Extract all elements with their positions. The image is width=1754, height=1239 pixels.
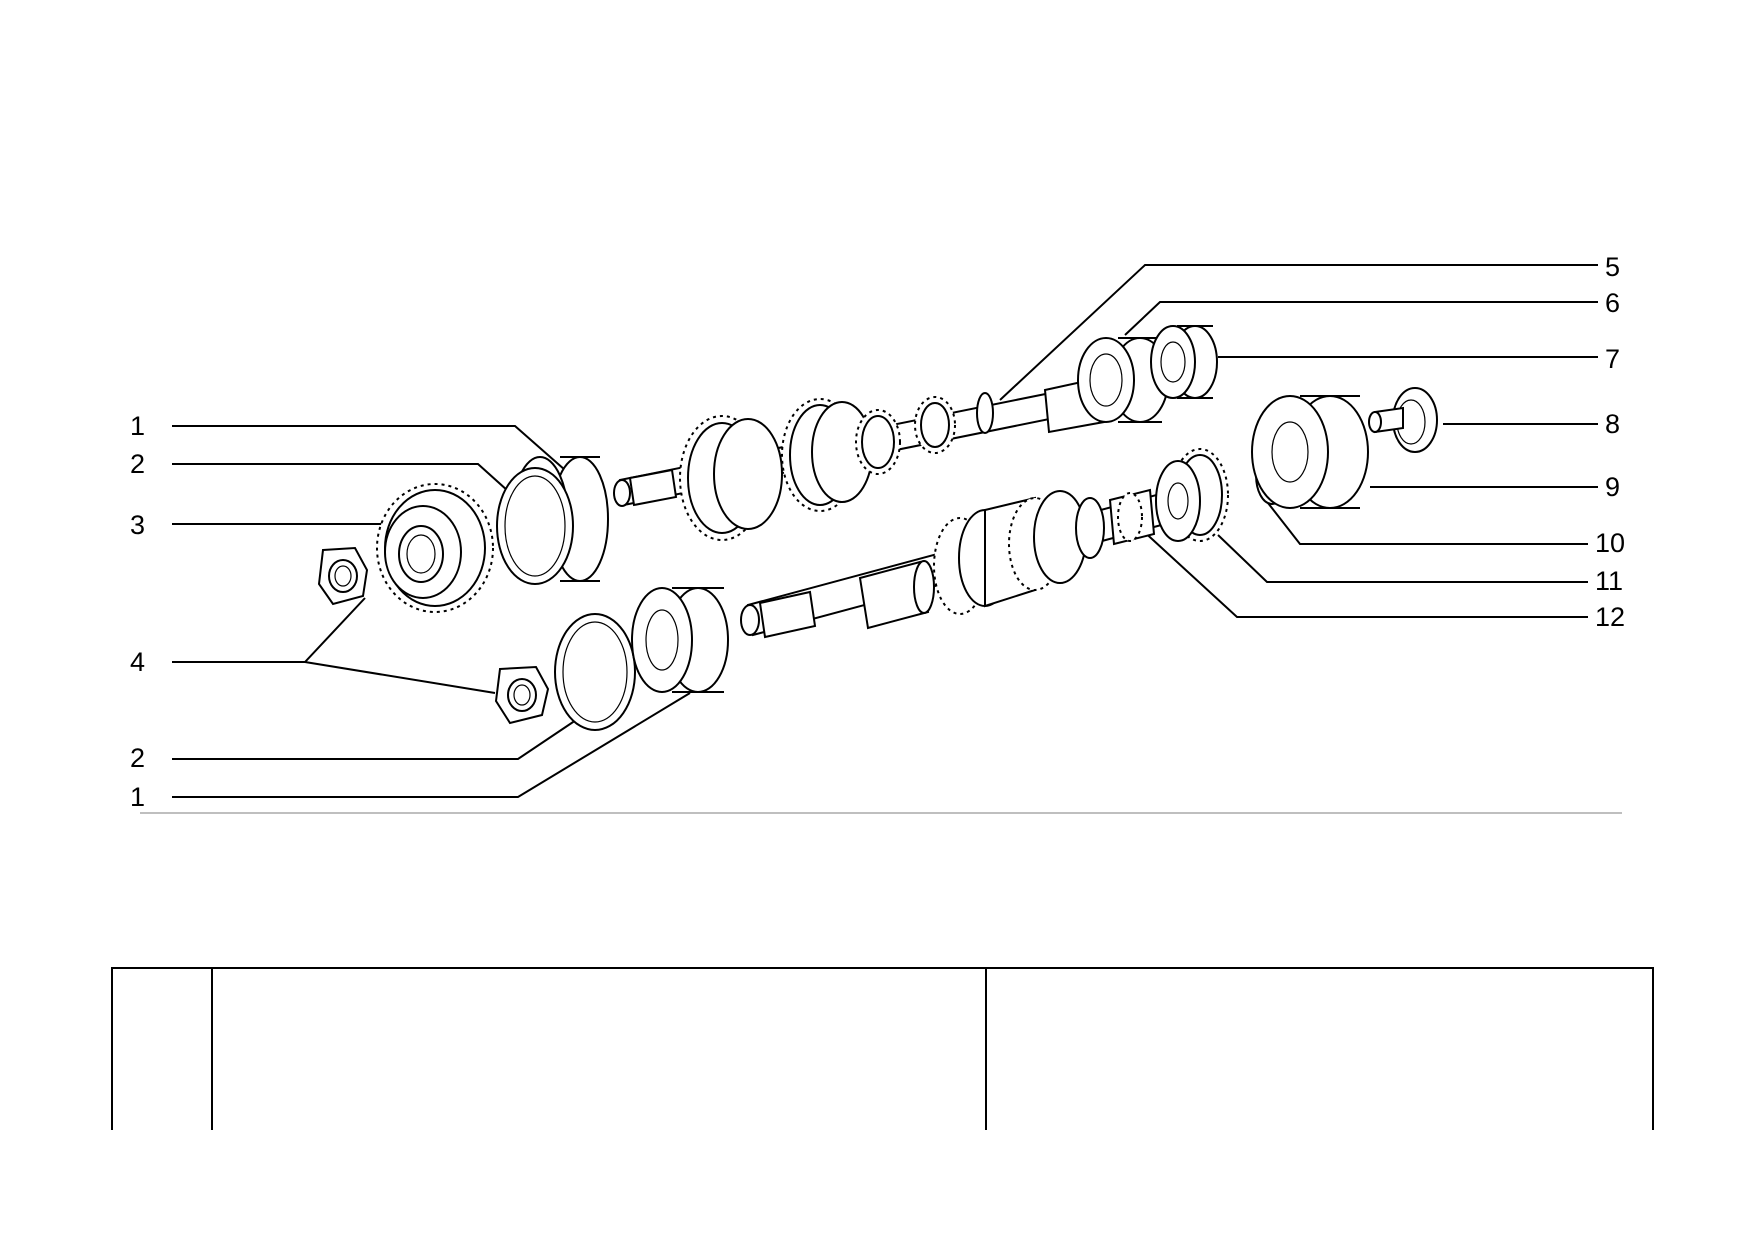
callout-label-1-lower: 1 — [130, 782, 145, 812]
callout-label-1-upper: 1 — [130, 411, 145, 441]
leader-line-5 — [999, 264, 1598, 401]
leader-line-11 — [1217, 534, 1588, 583]
leader-line-6 — [1124, 301, 1598, 336]
gear-shaft-icon — [613, 376, 1112, 541]
leader-line-2-upper — [172, 463, 519, 501]
spur-gear-icon — [376, 483, 494, 613]
leader-line-12 — [1139, 527, 1588, 618]
callout-label-9: 9 — [1605, 472, 1620, 502]
callout-label-11: 11 — [1595, 566, 1623, 596]
callout-label-6: 6 — [1605, 288, 1620, 318]
hex-nut-icon — [494, 665, 550, 725]
callout-label-10: 10 — [1595, 528, 1625, 558]
hex-nut-icon — [317, 546, 369, 606]
callout-label-8: 8 — [1605, 409, 1620, 439]
leader-line-2-lower — [172, 711, 589, 760]
callout-label-2-lower: 2 — [130, 743, 145, 773]
leader-line-10 — [1267, 502, 1588, 545]
ball-bearing-icon — [631, 587, 729, 693]
snap-ring-icon — [496, 467, 574, 585]
callout-label-7: 7 — [1605, 344, 1620, 374]
callout-label-5: 5 — [1605, 252, 1620, 282]
snap-ring-icon — [554, 613, 636, 731]
parts-table — [111, 967, 1654, 1130]
callout-label-3: 3 — [130, 510, 145, 540]
leader-line-4 — [172, 597, 366, 663]
leader-line-1-upper — [172, 425, 566, 471]
ball-bearing-icon — [1251, 395, 1369, 509]
ball-bearing-icon — [1150, 325, 1218, 399]
callout-label-12: 12 — [1595, 602, 1625, 632]
callout-label-2-upper: 2 — [130, 449, 145, 479]
leader-line-4b — [304, 661, 496, 694]
callout-label-4: 4 — [130, 647, 145, 677]
pinion-gear-icon — [1155, 448, 1229, 542]
gear-shaft-icon — [740, 488, 1182, 639]
flanged-bolt-icon — [1368, 387, 1438, 453]
leader-line-1-lower — [172, 692, 691, 798]
